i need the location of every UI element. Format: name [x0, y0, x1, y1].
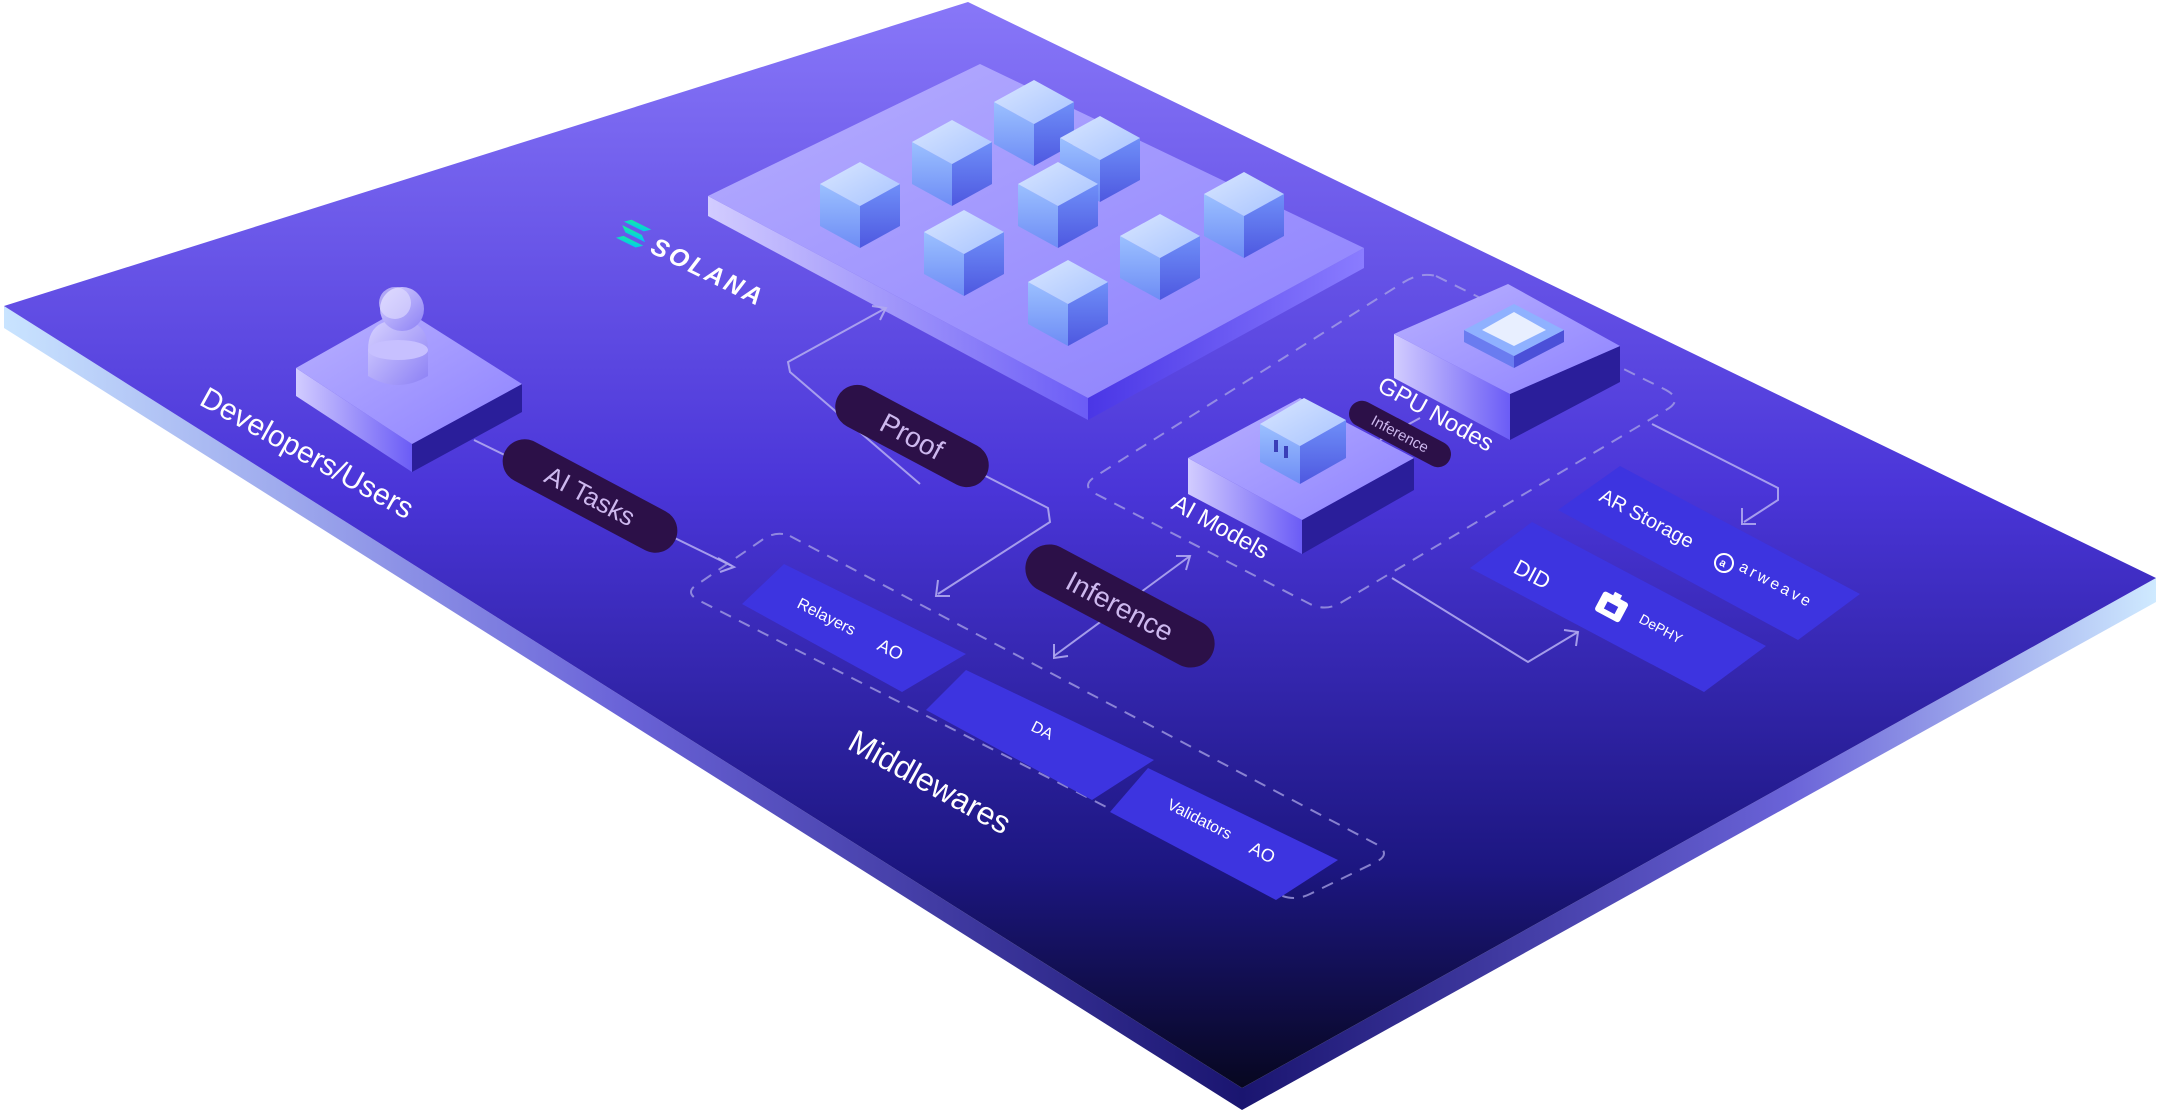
- did-panel[interactable]: DID DePHY: [1470, 522, 1766, 692]
- compute-group: GPU Nodes AI Models Inference: [1087, 273, 1676, 609]
- connector-gpu-to-ar: [1651, 423, 1779, 523]
- arrow-head-did: [1563, 629, 1580, 647]
- arrow-head-inference-up: [1176, 555, 1192, 571]
- validator-cube: [1204, 172, 1284, 258]
- validator-cubes: [820, 80, 1284, 346]
- slab-right-side: [1088, 248, 1364, 420]
- solana-mark-icon: [615, 219, 652, 248]
- slab-left-side: [708, 196, 1088, 420]
- arrow-head-proof-down: [934, 579, 950, 597]
- ai-models-slab[interactable]: [1188, 398, 1414, 554]
- validator-cube: [1120, 214, 1200, 300]
- middlewares-dashed-boundary: [690, 532, 1385, 899]
- platform-left-edge: [4, 306, 1242, 1110]
- arweave-logo-icon: a: [1714, 553, 1734, 573]
- validator-cube: [994, 80, 1074, 166]
- validator-cube: [820, 162, 900, 248]
- validator-cube: [1060, 116, 1140, 202]
- arrow-head-ai-tasks: [717, 557, 737, 573]
- connector-proof-to-middlewares: [937, 467, 1052, 595]
- validator-cube: [924, 210, 1004, 296]
- arrow-head-proof-up: [871, 305, 888, 321]
- validators-panel[interactable]: Validators AO: [1110, 768, 1338, 900]
- dephy-logo-icon: [1595, 591, 1628, 623]
- user-avatar-icon: [368, 287, 428, 385]
- validator-cube: [1028, 260, 1108, 346]
- da-panel[interactable]: DA: [926, 670, 1154, 800]
- platform-right-edge: [1242, 578, 2156, 1110]
- svg-text:a: a: [1717, 557, 1729, 571]
- compute-dashed-boundary: [1087, 273, 1676, 609]
- gpu-chip-icon: [1464, 304, 1564, 368]
- arrow-head-ar: [1741, 508, 1756, 525]
- gpu-nodes-slab[interactable]: [1394, 284, 1620, 440]
- solana-network-slab: [708, 64, 1364, 420]
- developers-users-node: [296, 287, 522, 472]
- validator-cube: [1018, 162, 1098, 248]
- connector-models-to-did: [1391, 577, 1579, 664]
- platform-top: [4, 2, 2156, 1088]
- relayers-panel[interactable]: Relayers AO: [742, 564, 966, 692]
- platform: [4, 2, 2156, 1110]
- ai-model-cube-icon: [1260, 398, 1346, 484]
- validator-cube: [912, 120, 992, 206]
- arrow-head-inference-down: [1053, 644, 1069, 660]
- ar-storage-panel[interactable]: AR Storage a arweave: [1558, 466, 1860, 640]
